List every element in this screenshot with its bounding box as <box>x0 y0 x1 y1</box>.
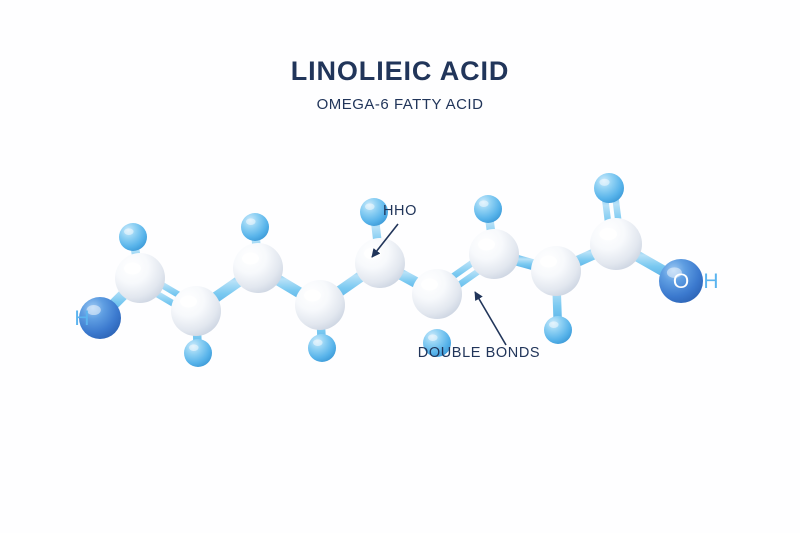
hydrogen-left-label: H <box>74 307 89 330</box>
atom-H_c8 <box>544 316 572 344</box>
atom-H_c6 <box>423 329 451 357</box>
atom-highlight <box>365 203 375 211</box>
atom-highlight <box>189 344 199 352</box>
atom-O_right <box>659 259 703 303</box>
atom-highlight <box>180 295 197 308</box>
atom-highlight <box>86 304 101 316</box>
atom-highlight <box>124 262 141 275</box>
atom-C2 <box>171 286 221 336</box>
atom-O_left <box>79 297 121 339</box>
atom-O_top <box>594 173 624 203</box>
atom-H_c5 <box>360 198 388 226</box>
page-title: LINOLIEIC ACID <box>290 56 510 86</box>
atom-highlight <box>599 227 618 241</box>
atom-highlight <box>428 334 438 342</box>
atom-C8 <box>531 246 581 296</box>
atom-label-layer: H O H <box>74 270 718 330</box>
hydrogen-right-label: H <box>703 270 718 293</box>
atom-highlight <box>479 200 489 208</box>
double-bonds-arrow <box>474 291 507 346</box>
atom-highlight <box>540 255 557 268</box>
atom-H_c7 <box>474 195 502 223</box>
atom-highlight <box>313 339 323 347</box>
atom-highlight <box>478 238 495 251</box>
atom-highlight <box>124 228 134 236</box>
atom-C5 <box>355 238 405 288</box>
annotation-layer: HHO DOUBLE BONDS <box>371 203 540 361</box>
atom-highlight <box>666 267 682 278</box>
atom-C4 <box>295 280 345 330</box>
atom-H_c1 <box>119 223 147 251</box>
atom-H_c3 <box>241 213 269 241</box>
atom-H_c4 <box>308 334 336 362</box>
header-block: LINOLIEIC ACID OMEGA-6 FATTY ACID <box>0 56 800 113</box>
atom-highlight <box>304 289 321 302</box>
atom-highlight <box>599 178 610 186</box>
atom-highlight <box>246 218 256 226</box>
atom-C1 <box>115 253 165 303</box>
atom-C3 <box>233 243 283 293</box>
hho-arrow <box>371 223 399 258</box>
atom-C6 <box>412 269 462 319</box>
atom-layer <box>79 173 703 367</box>
atom-highlight <box>549 321 559 329</box>
hho-label: HHO <box>383 203 417 219</box>
atom-highlight <box>242 252 259 265</box>
atom-C9 <box>590 218 642 270</box>
atom-highlight <box>421 278 438 291</box>
oxygen-right-label: O <box>673 270 689 293</box>
page-subtitle: OMEGA-6 FATTY ACID <box>316 96 484 114</box>
double-bonds-label: DOUBLE BONDS <box>418 345 540 361</box>
atom-H_c2 <box>184 339 212 367</box>
atom-C7 <box>469 229 519 279</box>
